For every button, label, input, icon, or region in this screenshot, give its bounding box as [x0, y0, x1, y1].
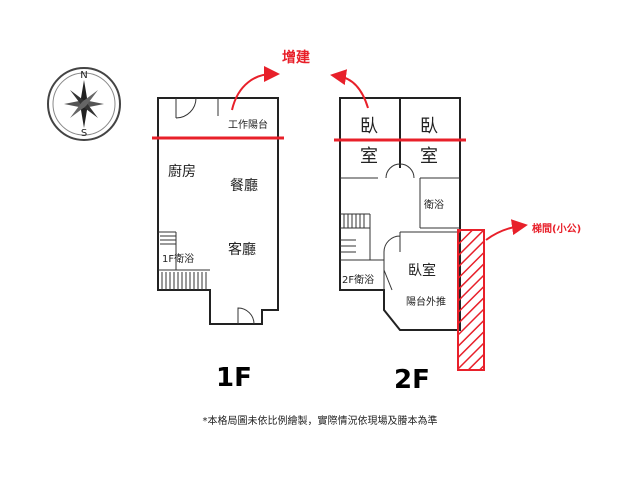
floor-2-plan: 臥 室 臥 室 衛浴 2F衛浴 臥室 陽台外推 2F — [330, 69, 528, 395]
room-dining: 餐廳 — [230, 177, 258, 194]
room-2f-bath-right: 衛浴 — [424, 198, 444, 211]
room-work-balcony: 工作陽台 — [228, 118, 268, 131]
floor-2-label: 2F — [394, 365, 430, 395]
room-bedroom-left-bottom: 室 — [360, 146, 378, 167]
footnote: *本格局圖未依比例繪製，實際情況依現場及謄本為準 — [203, 414, 438, 427]
room-main-bedroom: 臥室 — [408, 262, 436, 279]
room-living: 客廳 — [228, 241, 256, 258]
room-1f-bath: 1F衛浴 — [162, 252, 194, 265]
room-bedroom-right-top: 臥 — [420, 116, 438, 137]
room-bedroom-left-top: 臥 — [360, 116, 378, 137]
room-bedroom-right-bottom: 室 — [420, 146, 438, 167]
room-balcony-out: 陽台外推 — [406, 295, 446, 308]
annotation-extension: 增建 — [282, 49, 310, 66]
floor-1-plan: 工作陽台 廚房 餐廳 客廳 1F衛浴 1F — [152, 66, 284, 393]
room-2f-bath: 2F衛浴 — [342, 273, 374, 286]
annotation-stairwell-office: 梯間(小公) — [532, 222, 581, 235]
floor-1-label: 1F — [216, 363, 252, 393]
compass-north-label: N — [80, 70, 87, 81]
compass-icon: N S — [47, 67, 121, 141]
room-kitchen: 廚房 — [168, 163, 196, 180]
compass-south-label: S — [81, 128, 87, 139]
stairwell-hatched-area — [457, 229, 485, 371]
